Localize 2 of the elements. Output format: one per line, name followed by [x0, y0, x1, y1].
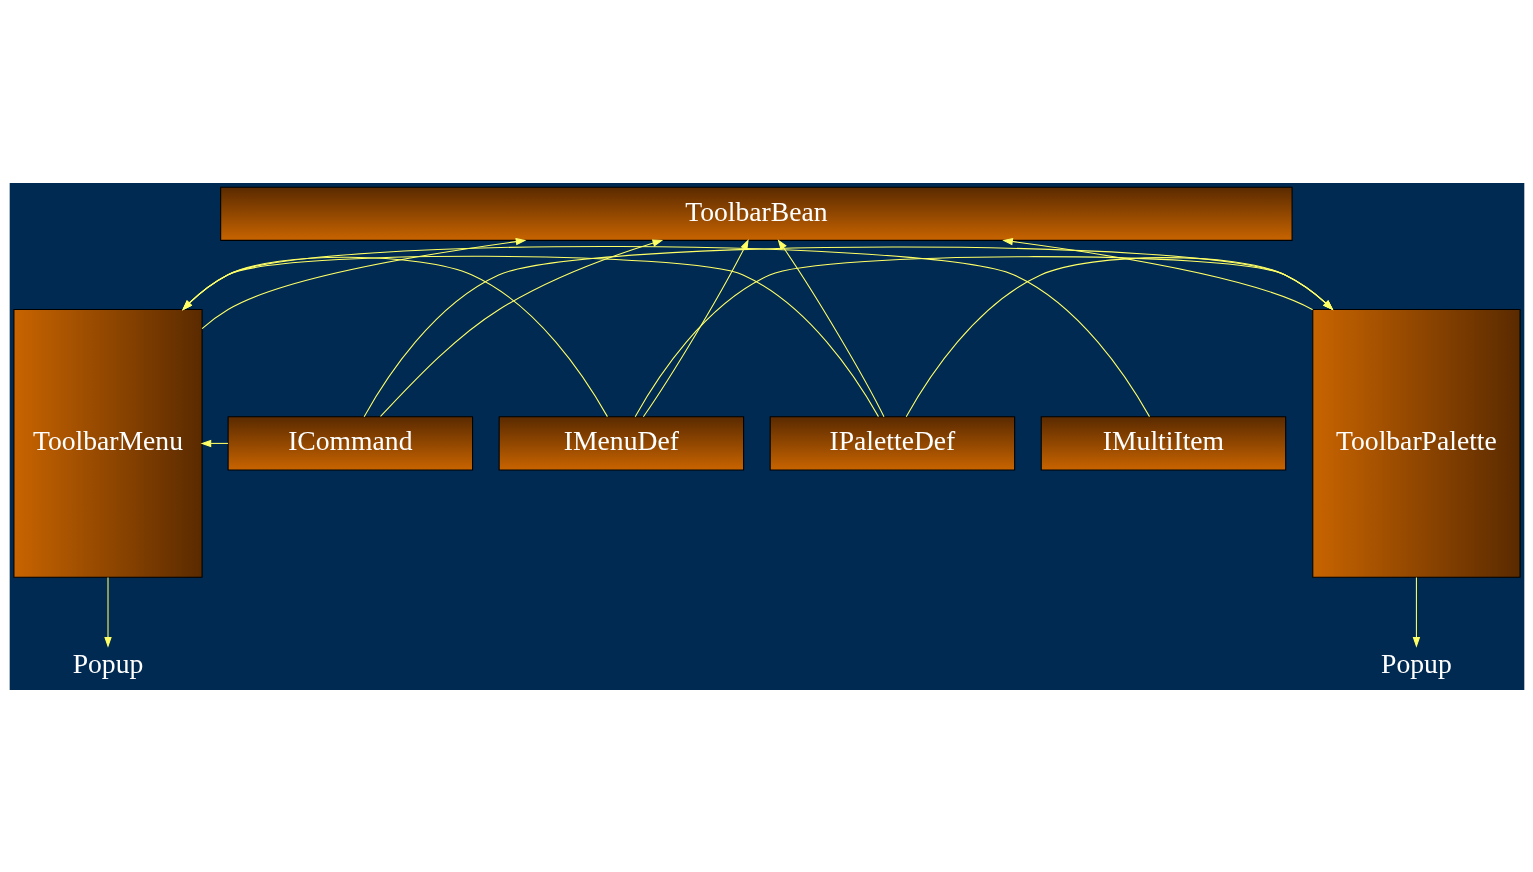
- node-text: Popup: [1380, 647, 1452, 679]
- node-text: Popup: [72, 647, 143, 679]
